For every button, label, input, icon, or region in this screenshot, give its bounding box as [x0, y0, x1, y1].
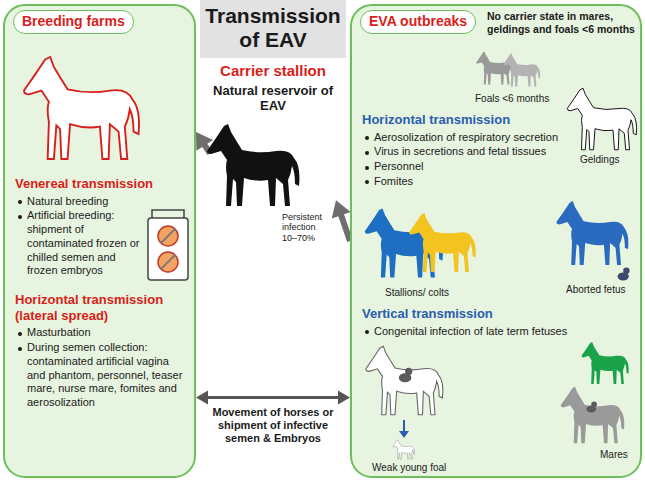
container-body [148, 218, 188, 280]
figure-label: Geldings [580, 154, 619, 166]
gelding-outline [567, 88, 636, 150]
figure-label: Weak young foal [372, 462, 446, 474]
fetus [586, 401, 597, 412]
semen-straw [158, 252, 178, 272]
bullet-item: Fomites [364, 175, 560, 189]
transmission-arrow [196, 132, 213, 154]
figure-label: Mares [600, 449, 628, 461]
section-heading: Venereal transmission [15, 176, 190, 192]
bullet-item: Virus in secretions and fetal tissues [364, 145, 560, 159]
foal-silhouette [503, 54, 540, 87]
carrier-stallion-group: Carrier stallionNatural reservoir of EAV… [210, 60, 336, 247]
arrow-head [338, 390, 350, 404]
figure-label: Foals <6 months [475, 93, 549, 105]
bullet-item: Congenital infection of late term fetuse… [364, 325, 639, 339]
carrier-note: No carrier state in mares, geldings and … [487, 10, 639, 35]
container-handle [152, 210, 184, 218]
bullet-item: During semen collection: contaminated ar… [17, 341, 189, 410]
arrow-shaft [341, 213, 350, 241]
arrow-shaft [206, 396, 340, 399]
birth-arrowhead [399, 431, 409, 438]
straw-stripe [161, 229, 175, 243]
transmission-arrow [332, 200, 351, 241]
reservoir-heading: Carrier stallion [210, 62, 336, 81]
breeding-farms-panel: Breeding farmsVenereal transmissionNatur… [3, 4, 196, 478]
transmission-arrow [196, 390, 350, 404]
bullet-item: Artificial breeding: shipment of contami… [17, 209, 145, 278]
diagram-title: Transmission of EAV [200, 0, 346, 58]
panel-heading: Breeding farms [13, 10, 134, 34]
connector-label: Movement of horses or shipment of infect… [205, 406, 341, 446]
weak-foal-outline [393, 440, 415, 459]
section-heading: Horizontal transmission (lateral spread) [15, 292, 193, 323]
mare-silhouette [556, 201, 628, 265]
straw-stripe [161, 255, 175, 269]
arrow-head [196, 390, 208, 404]
birth-arrow [403, 420, 405, 432]
foal-silhouette [476, 52, 513, 85]
mare-silhouette [581, 342, 628, 384]
bullet-item: Personnel [364, 160, 560, 174]
mare-silhouette [561, 387, 625, 443]
bullet-item: Masturbation [17, 326, 187, 340]
eva-outbreaks-panel: EVA outbreaks No carrier state in mares, … [350, 4, 642, 478]
stallion-silhouette [207, 124, 299, 206]
figure-label: Aborted fetus [566, 284, 625, 296]
panel-heading: EVA outbreaks [360, 10, 476, 34]
semen-container-icon [148, 210, 188, 280]
section-heading: Horizontal transmission [362, 112, 562, 128]
figure-label: Stallions/ colts [385, 287, 449, 299]
arrow-head [332, 200, 351, 218]
bullet-item: Natural breeding [17, 195, 187, 209]
semen-straw [158, 226, 178, 246]
bullet-item: Aerosolization of respiratory secretion [364, 131, 560, 145]
stallion-silhouette [365, 208, 443, 277]
infection-rate-note: Persistent infection 10–70% [282, 212, 332, 243]
reservoir-subtitle: Natural reservoir of EAV [210, 83, 336, 114]
pregnant-mare-outline [366, 346, 443, 414]
aborted-fetus [618, 268, 630, 281]
arrow-head [196, 132, 213, 151]
fetus [399, 368, 413, 382]
horse-outline [24, 57, 139, 159]
colt-silhouette [409, 213, 476, 272]
section-heading: Vertical transmission [362, 306, 562, 322]
